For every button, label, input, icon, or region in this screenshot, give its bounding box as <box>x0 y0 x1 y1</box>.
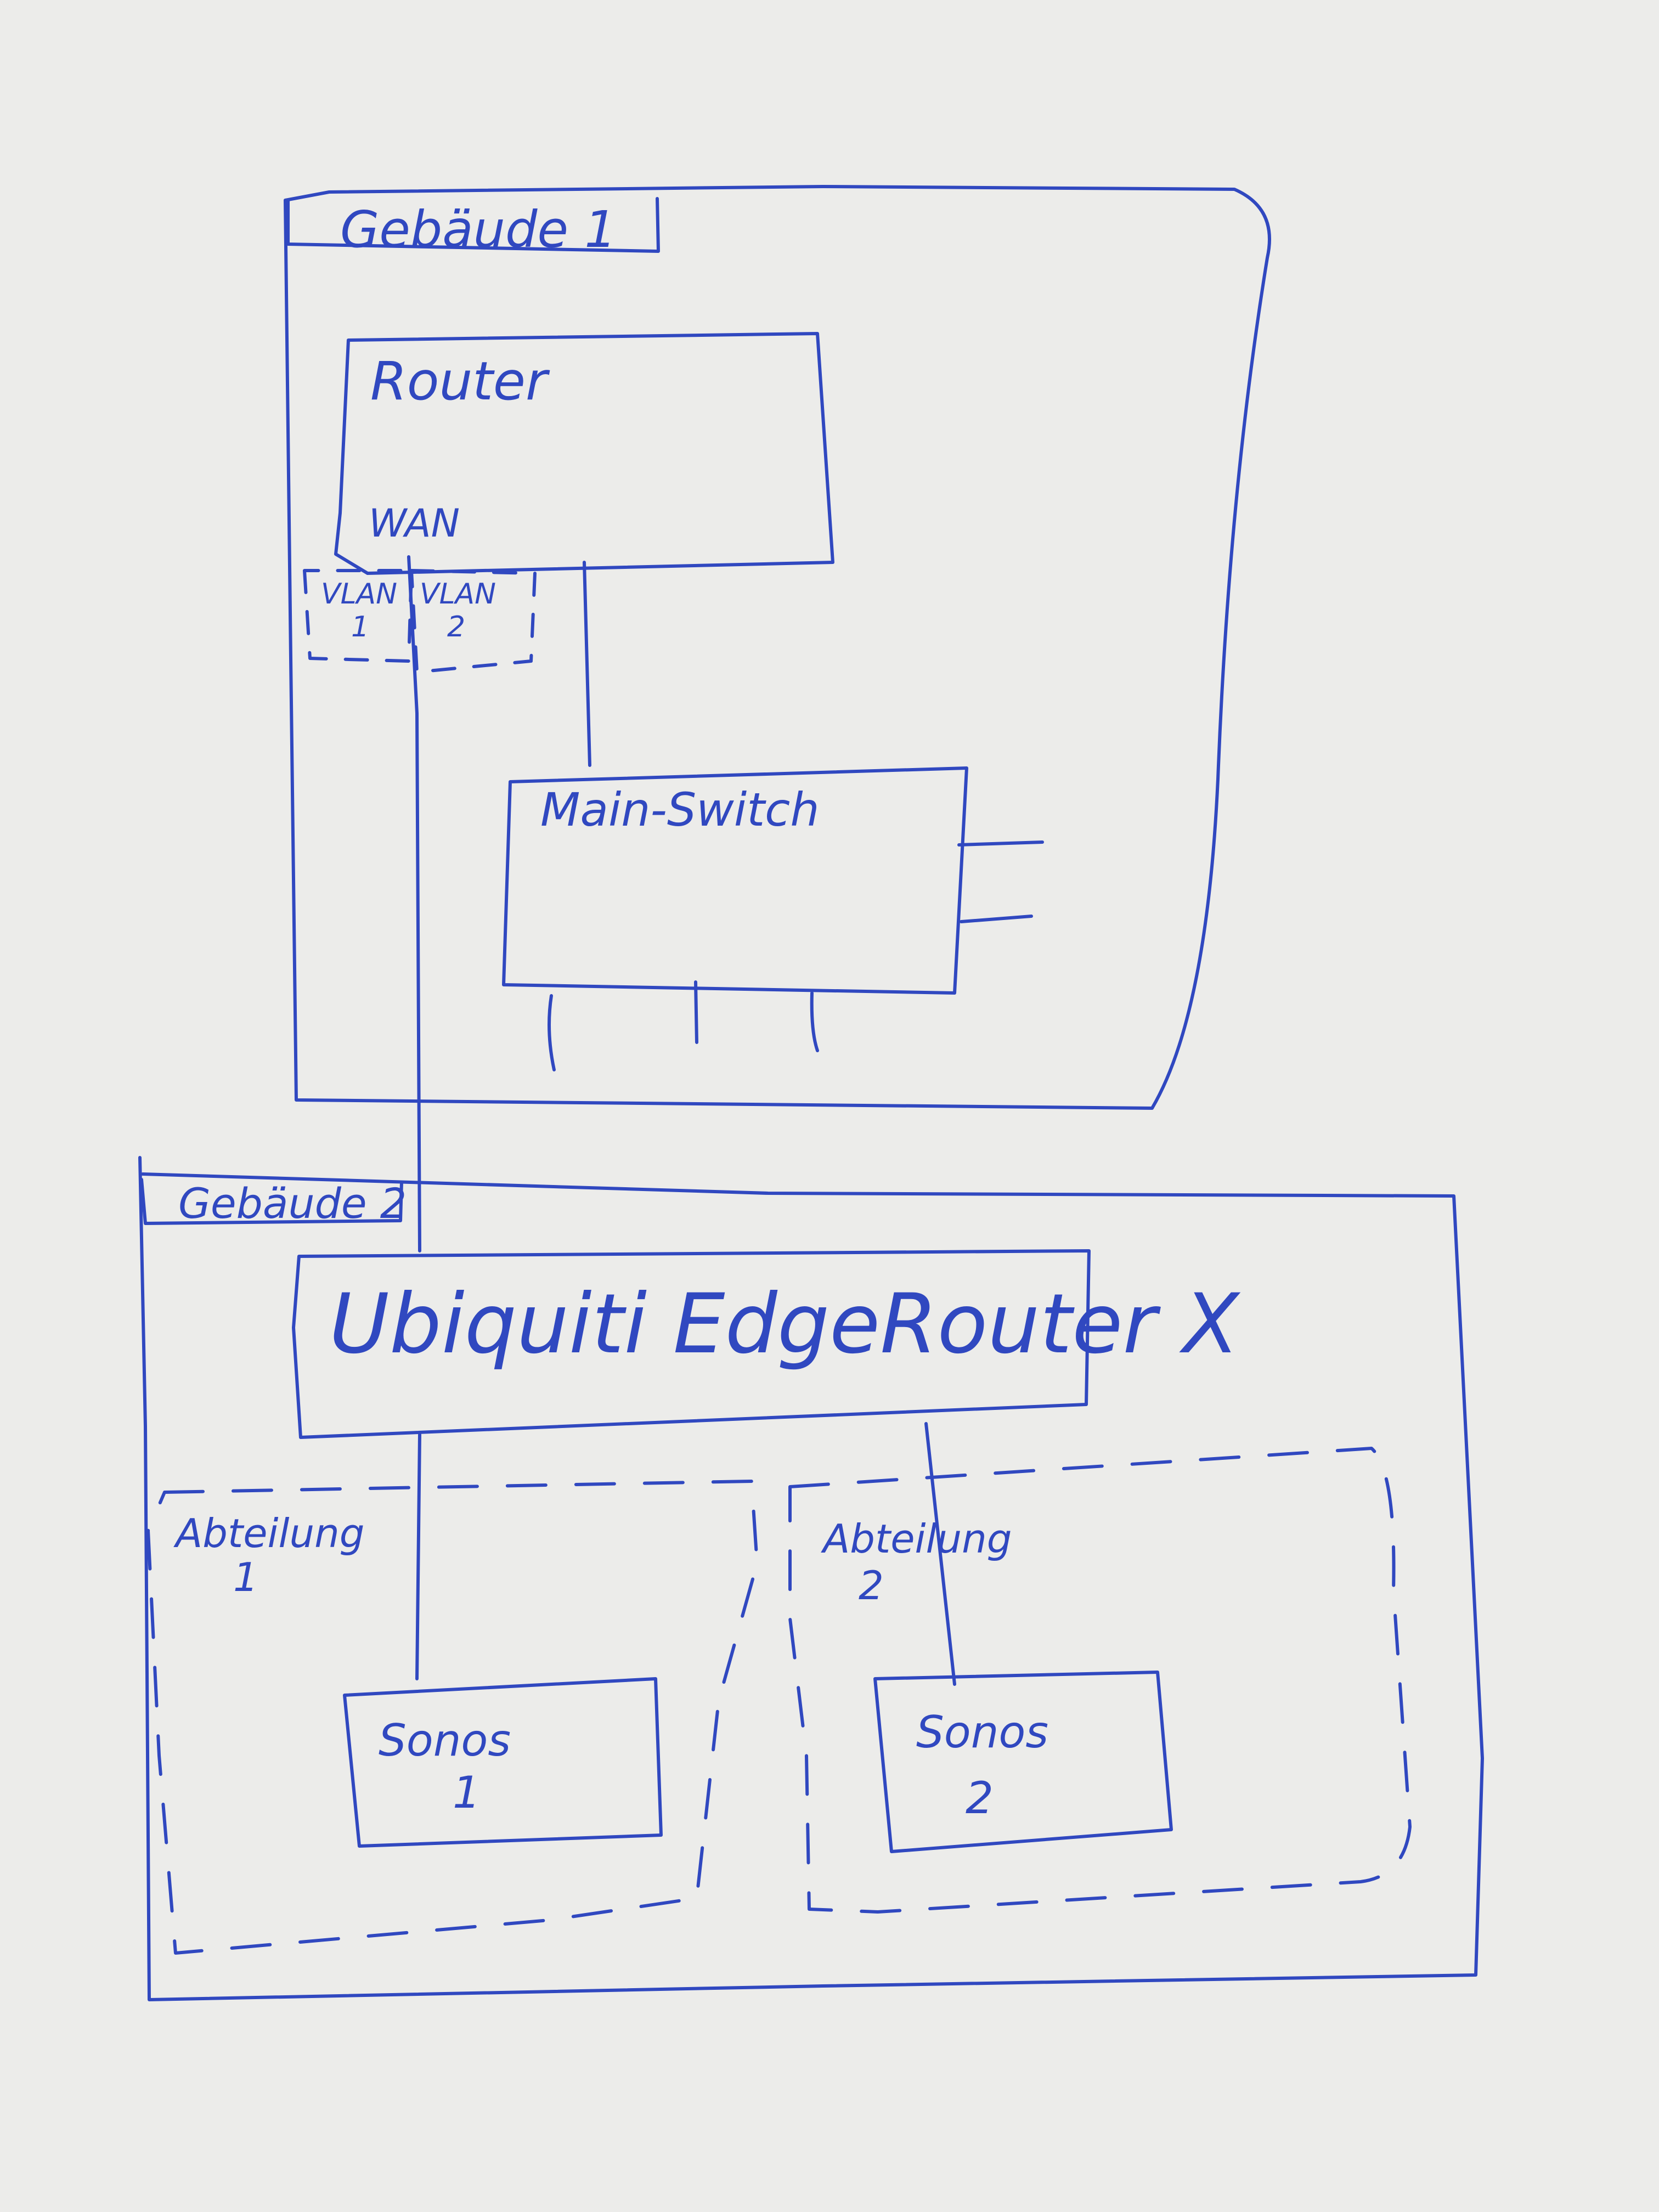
edgerouter-box <box>292 1249 1091 1439</box>
sonos1-group: Sonos 1 <box>343 1677 663 1848</box>
building1-label-tab <box>286 197 660 253</box>
edgerouter-label: Ubiquiti EdgeRouter X <box>329 1277 1241 1372</box>
switch-port-right-1 <box>957 840 1044 847</box>
vlan1-label-line2: 1 <box>351 611 369 644</box>
wan-uplink-cable <box>407 555 421 1252</box>
vlan1-box <box>303 569 413 663</box>
vlan2-label-line2: 2 <box>447 611 465 644</box>
vlan2-group: VLAN 2 <box>410 569 537 674</box>
sonos1-label-line1: Sonos <box>379 1715 511 1766</box>
main-switch-box <box>502 766 968 995</box>
router-wan-port-label: WAN <box>369 501 460 546</box>
sonos2-label-line2: 2 <box>966 1773 994 1824</box>
switch-port-bottom-1 <box>548 994 556 1071</box>
department2-label-line2: 2 <box>859 1562 884 1609</box>
building1-group: Gebäude 1 <box>284 185 1271 1110</box>
router-label: Router <box>370 351 550 412</box>
sonos2-box <box>873 1671 1173 1853</box>
switch-port-right-2 <box>960 915 1033 923</box>
router-group: Router WAN <box>334 332 834 575</box>
router-to-switch-link <box>583 561 591 767</box>
sonos2-group: Sonos 2 <box>873 1671 1173 1853</box>
main-switch-label: Main-Switch <box>540 783 820 837</box>
building1-outline <box>284 185 1271 1110</box>
building2-group: Gebäude 2 <box>138 1156 1484 2001</box>
building2-label-tab <box>140 1178 403 1225</box>
switch-port-bottom-3 <box>810 991 819 1052</box>
sonos2-label-line1: Sonos <box>916 1707 1048 1758</box>
department1-label-line2: 1 <box>233 1554 258 1600</box>
sonos1-label-line2: 1 <box>453 1767 481 1818</box>
department1-group: Abteilung 1 <box>146 1480 759 1955</box>
department1-area <box>146 1480 759 1955</box>
department1-label-line1: Abteilung <box>173 1510 364 1556</box>
building2-outline <box>138 1156 1484 2001</box>
sonos1-box <box>343 1677 663 1848</box>
switch-port-bottom-2 <box>694 980 698 1044</box>
vlan1-group: VLAN 1 <box>303 569 413 663</box>
building1-label: Gebäude 1 <box>340 200 617 259</box>
main-switch-group: Main-Switch <box>502 766 1044 1071</box>
router-box <box>334 332 834 575</box>
edgerouter-group: Ubiquiti EdgeRouter X <box>292 1249 1241 1439</box>
department2-group: Abteilung 2 <box>788 1447 1412 1914</box>
department2-label-line1: Abteilung <box>821 1516 1012 1562</box>
vlan2-box <box>410 569 537 674</box>
department2-area <box>788 1447 1412 1914</box>
edgerouter-to-sonos2-link <box>924 1422 956 1686</box>
vlan1-label-line1: VLAN <box>321 578 397 611</box>
building2-label: Gebäude 2 <box>178 1179 407 1228</box>
edgerouter-to-sonos1-link <box>415 1433 421 1680</box>
vlan2-label-line1: VLAN <box>420 578 496 611</box>
